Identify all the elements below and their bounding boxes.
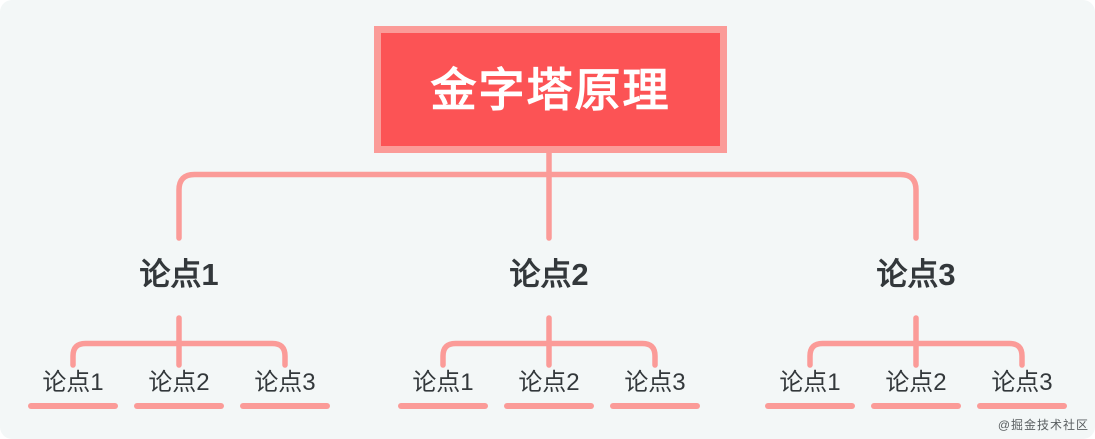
branch-node-3: 论点3 [876,257,956,292]
leaf-label: 论点3 [254,369,316,396]
leaf-label: 论点3 [624,369,686,396]
leaf-node-3-1: 论点1 [762,368,858,409]
leaf-node-2-1: 论点1 [395,368,491,409]
leaf-underline [134,403,224,409]
leaf-node-1-3: 论点3 [237,368,333,409]
leaf-label: 论点2 [518,369,580,396]
leaf-label: 论点2 [885,369,947,396]
connector-branches-bracket [176,171,919,241]
leaf-node-1-2: 论点2 [131,368,227,409]
leaf-underline [240,403,330,409]
root-node: 金字塔原理 [374,26,727,153]
leaf-underline [28,403,118,409]
leaf-label: 论点3 [991,369,1053,396]
leaf-label: 论点2 [148,369,210,396]
leaf-underline [504,403,594,409]
branch-node-1: 论点1 [139,257,219,292]
leaf-underline [398,403,488,409]
watermark: @掘金技术社区 [997,418,1089,432]
leaf-underline [610,403,700,409]
connector-branch3-bracket [807,340,1025,368]
leaf-underline [977,403,1067,409]
connector-branch1-bracket [70,340,288,368]
branch-node-2: 论点2 [509,257,589,292]
connector-branch2-bracket [440,340,658,368]
leaf-node-1-1: 论点1 [25,368,121,409]
leaf-label: 论点1 [412,369,474,396]
root-node-label: 金字塔原理 [430,63,671,116]
leaf-underline [765,403,855,409]
leaf-node-3-3: 论点3 [974,368,1070,409]
leaf-node-3-2: 论点2 [868,368,964,409]
leaf-node-2-2: 论点2 [501,368,597,409]
leaf-node-2-3: 论点3 [607,368,703,409]
leaf-label: 论点1 [42,369,104,396]
leaf-label: 论点1 [779,369,841,396]
leaf-underline [871,403,961,409]
